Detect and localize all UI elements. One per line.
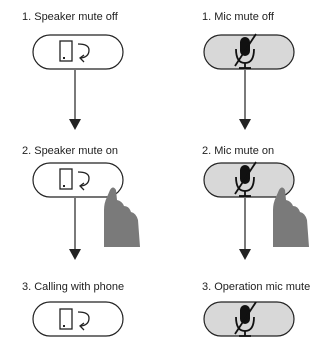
down-arrow-icon [69, 198, 81, 260]
left-step-1-label: 1. Speaker mute off [22, 11, 118, 23]
mic-button-3 [203, 301, 295, 337]
right-step-3-label: 3. Operation mic mute [202, 281, 311, 293]
mic-button-2 [203, 161, 295, 198]
speaker-button-1 [32, 34, 124, 70]
right-step-1-label: 1. Mic mute off [202, 11, 274, 23]
pressing-finger-icon [104, 187, 140, 247]
speaker-button-3 [32, 301, 124, 337]
down-arrow-icon [239, 198, 251, 260]
mic-button-1 [203, 33, 295, 70]
left-step-2-label: 2. Speaker mute on [22, 145, 119, 157]
right-step-2-label: 2. Mic mute on [202, 145, 275, 157]
speaker-button-2 [32, 162, 124, 198]
pressing-finger-icon [273, 187, 309, 247]
left-step-3-label: 3. Calling with phone [22, 281, 125, 293]
down-arrow-icon [239, 70, 251, 130]
down-arrow-icon [69, 70, 81, 130]
